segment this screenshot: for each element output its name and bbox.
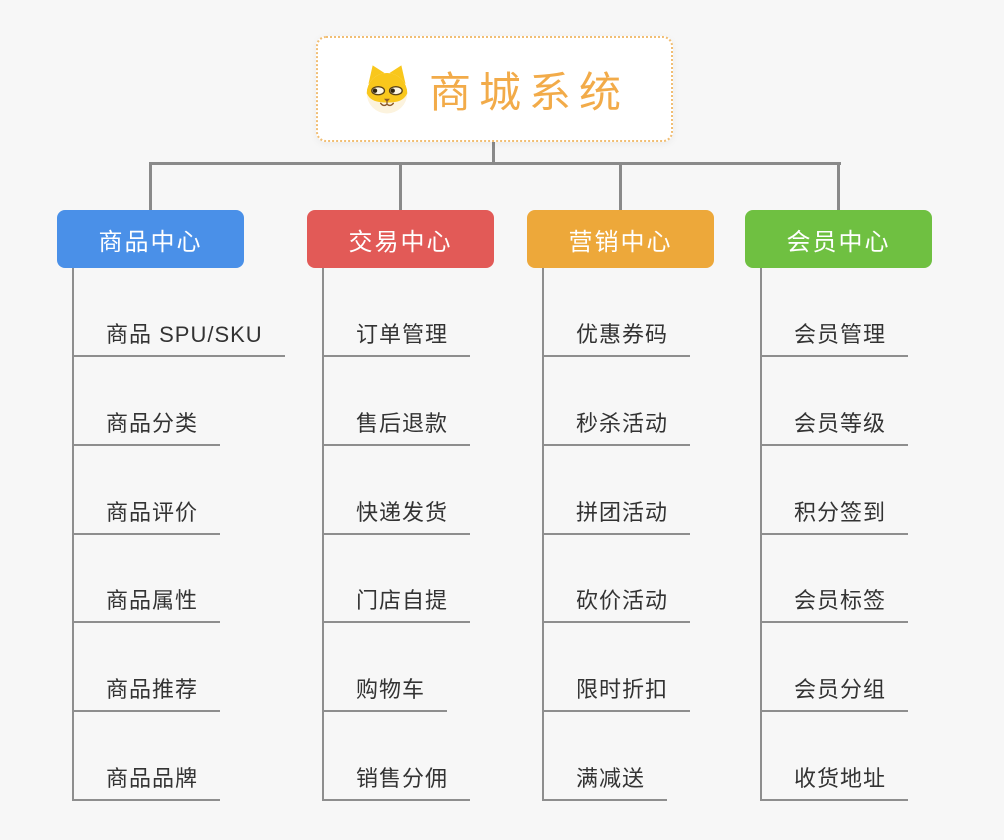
child-node[interactable]: 售后退款	[322, 410, 471, 446]
child-node[interactable]: 会员标签	[760, 587, 909, 623]
branch-column: 交易中心 订单管理售后退款快递发货门店自提购物车销售分佣	[307, 210, 557, 810]
branch-label: 会员中心	[786, 228, 891, 256]
branch-label: 商品中心	[98, 228, 203, 256]
child-node[interactable]: 优惠券码	[542, 321, 691, 357]
connector-drop	[149, 162, 152, 210]
child-node[interactable]: 会员分组	[760, 676, 909, 712]
branch-label: 交易中心	[348, 228, 453, 256]
branch-column: 商品中心 商品 SPU/SKU 商品分类商品评价商品属性商品推荐商品品牌	[57, 210, 307, 810]
child-node[interactable]: 收货地址	[760, 765, 909, 801]
connector-bus	[149, 162, 841, 165]
branch-node-0[interactable]: 商品中心	[57, 210, 244, 268]
root-title: 商城系统	[428, 68, 629, 116]
branch-label: 营销中心	[568, 228, 673, 256]
branch-node-3[interactable]: 会员中心	[745, 210, 932, 268]
child-node[interactable]: 拼团活动	[542, 499, 691, 535]
child-node[interactable]: 会员等级	[760, 410, 909, 446]
child-node[interactable]: 商品属性	[72, 587, 221, 623]
root-node[interactable]: 商城系统	[316, 36, 673, 142]
child-node[interactable]: 限时折扣	[542, 676, 691, 712]
child-node[interactable]: 会员管理	[760, 321, 909, 357]
dog-face-icon	[366, 65, 408, 114]
child-node[interactable]: 商品推荐	[72, 676, 221, 712]
child-node[interactable]: 门店自提	[322, 587, 471, 623]
child-node[interactable]: 砍价活动	[542, 587, 691, 623]
branch-node-2[interactable]: 营销中心	[527, 210, 714, 268]
child-node[interactable]: 积分签到	[760, 499, 909, 535]
child-node[interactable]: 商品分类	[72, 410, 221, 446]
child-node[interactable]: 购物车	[322, 676, 448, 712]
child-node[interactable]: 快递发货	[322, 499, 471, 535]
connector-drop	[619, 162, 622, 210]
connector-root-trunk	[492, 142, 495, 163]
child-node[interactable]: 销售分佣	[322, 765, 471, 801]
child-node[interactable]: 商品品牌	[72, 765, 221, 801]
child-node[interactable]: 秒杀活动	[542, 410, 691, 446]
connector-drop	[399, 162, 402, 210]
branch-column: 会员中心 会员管理会员等级积分签到会员标签会员分组收货地址	[745, 210, 995, 810]
child-node[interactable]: 满减送	[542, 765, 668, 801]
child-node[interactable]: 商品 SPU/SKU	[72, 321, 285, 357]
connector-drop	[837, 162, 840, 210]
branch-column: 营销中心 优惠券码秒杀活动拼团活动砍价活动限时折扣满减送	[527, 210, 777, 810]
branch-node-1[interactable]: 交易中心	[307, 210, 494, 268]
child-node[interactable]: 商品评价	[72, 499, 221, 535]
child-node[interactable]: 订单管理	[322, 321, 471, 357]
